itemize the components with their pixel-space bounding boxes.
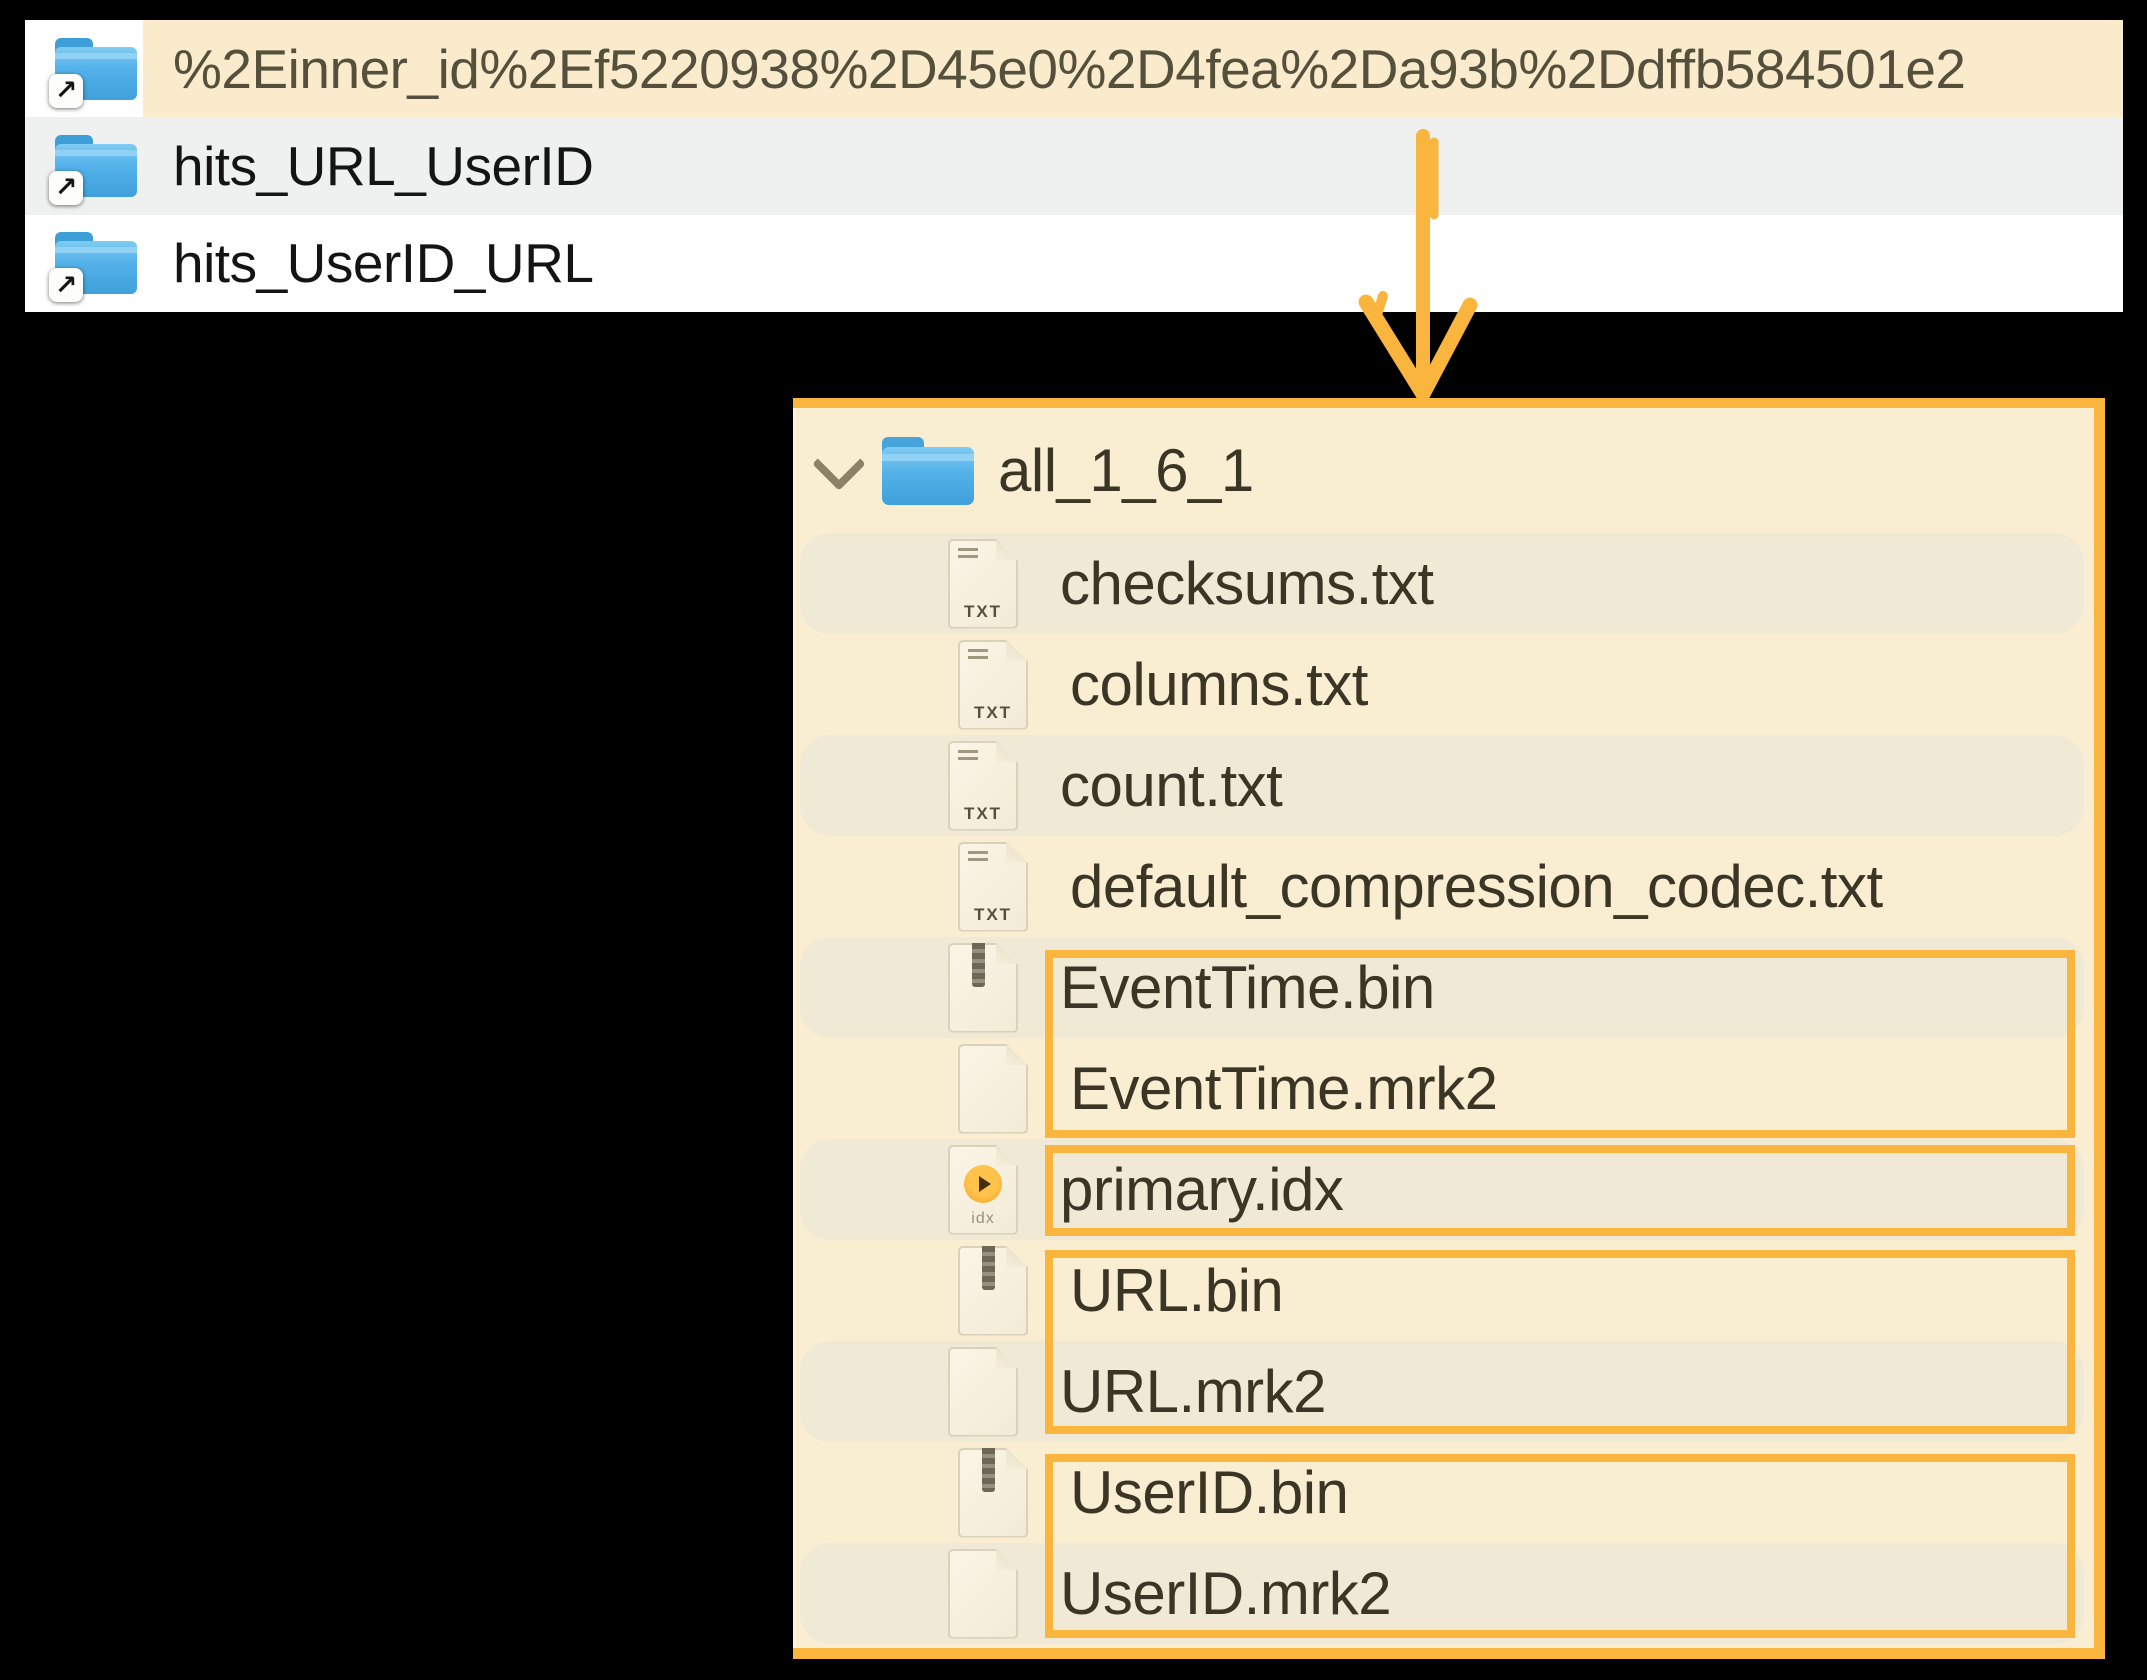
alias-arrow-icon (49, 268, 83, 303)
file-name: default_compression_codec.txt (1070, 853, 1883, 920)
part-directory-panel: all_1_6_1 TXT checksums.txt TXT columns.… (793, 398, 2105, 1659)
txt-file-icon: TXT (958, 841, 1028, 932)
annotation-box-primary-idx (1045, 1145, 2075, 1236)
tree-row-count[interactable]: TXT count.txt (800, 735, 2084, 836)
file-name: primary.idx (1060, 1156, 1344, 1223)
tree-row-userid-bin[interactable]: UserID.bin (793, 1442, 2094, 1543)
txt-file-icon: TXT (948, 538, 1018, 629)
blank-file-icon (948, 1346, 1018, 1437)
bin-file-icon (948, 942, 1018, 1033)
txt-file-icon: TXT (948, 740, 1018, 831)
alias-arrow-icon (49, 170, 83, 205)
file-name: checksums.txt (1060, 550, 1434, 617)
list-item-inner-id-part[interactable]: %2Einner_id%2Ef5220938%2D45e0%2D4fea%2Da… (25, 20, 2123, 118)
file-name: count.txt (1060, 752, 1283, 819)
list-item-hits-url-userid[interactable]: hits_URL_UserID (25, 117, 2123, 215)
idx-file-icon: idx (948, 1144, 1018, 1235)
annotation-box-url (1045, 1250, 2075, 1434)
file-name: UserID.mrk2 (1060, 1560, 1392, 1627)
tree-row-root-folder[interactable]: all_1_6_1 (793, 408, 2094, 533)
folder-name: %2Einner_id%2Ef5220938%2D45e0%2D4fea%2Da… (173, 37, 1966, 100)
tree-row-url-mrk2[interactable]: URL.mrk2 (800, 1341, 2084, 1442)
chevron-down-icon[interactable] (812, 436, 866, 491)
folder-alias-icon (49, 232, 137, 303)
txt-file-icon: TXT (958, 639, 1028, 730)
tree-row-checksums[interactable]: TXT checksums.txt (800, 533, 2084, 634)
annotation-box-userid (1045, 1454, 2075, 1638)
file-name: UserID.bin (1070, 1459, 1349, 1526)
file-name: URL.mrk2 (1060, 1358, 1327, 1425)
file-name: EventTime.mrk2 (1070, 1055, 1498, 1122)
folder-icon (882, 436, 974, 505)
folder-alias-icon (49, 37, 137, 108)
bin-file-icon (958, 1245, 1028, 1336)
finder-list-panel: %2Einner_id%2Ef5220938%2D45e0%2D4fea%2Da… (25, 20, 2123, 312)
tree-row-primary-idx[interactable]: idx primary.idx (800, 1139, 2084, 1240)
tree-row-url-bin[interactable]: URL.bin (793, 1240, 2094, 1341)
file-name: EventTime.bin (1060, 954, 1435, 1021)
file-name: columns.txt (1070, 651, 1368, 718)
tree-row-eventtime-mrk2[interactable]: EventTime.mrk2 (793, 1038, 2094, 1139)
list-item-hits-userid-url[interactable]: hits_UserID_URL (25, 215, 2123, 312)
tree-row-userid-mrk2[interactable]: UserID.mrk2 (800, 1543, 2084, 1644)
file-name: URL.bin (1070, 1257, 1284, 1324)
tree-row-default-compression-codec[interactable]: TXT default_compression_codec.txt (793, 836, 2094, 937)
blank-file-icon (948, 1548, 1018, 1639)
bin-file-icon (958, 1447, 1028, 1538)
blank-file-icon (958, 1043, 1028, 1134)
row-highlight (143, 20, 2123, 118)
alias-arrow-icon (49, 73, 83, 108)
tree-row-columns[interactable]: TXT columns.txt (793, 634, 2094, 735)
folder-name: hits_URL_UserID (173, 134, 594, 197)
folder-alias-icon (49, 134, 137, 205)
root-folder-name: all_1_6_1 (998, 437, 1254, 504)
folder-name: hits_UserID_URL (173, 232, 594, 295)
annotation-box-eventtime (1045, 950, 2075, 1138)
